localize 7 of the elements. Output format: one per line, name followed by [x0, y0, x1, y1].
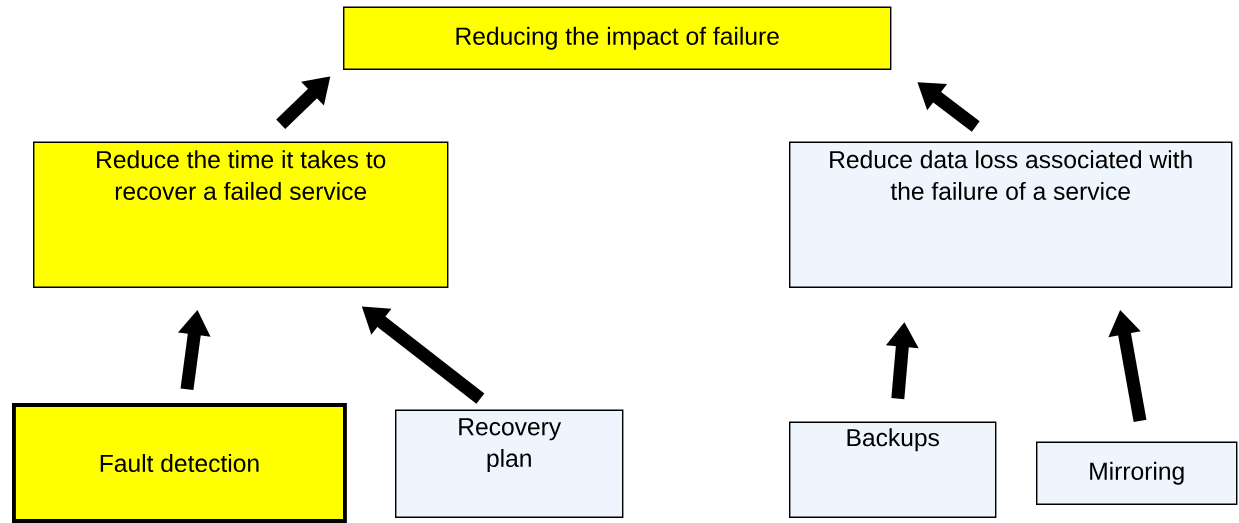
process-box: Reduce data loss associated with the failure of a service: [789, 141, 1233, 288]
process-box: Mirroring: [1036, 441, 1238, 505]
process-box: Backups: [789, 421, 997, 518]
process-box: Reduce the time it takes to recover a failed service: [33, 141, 449, 288]
process-box: Recovery plan: [395, 409, 624, 518]
process-box: Fault detection: [12, 403, 347, 523]
process-box: Reducing the impact of failure: [343, 6, 892, 70]
